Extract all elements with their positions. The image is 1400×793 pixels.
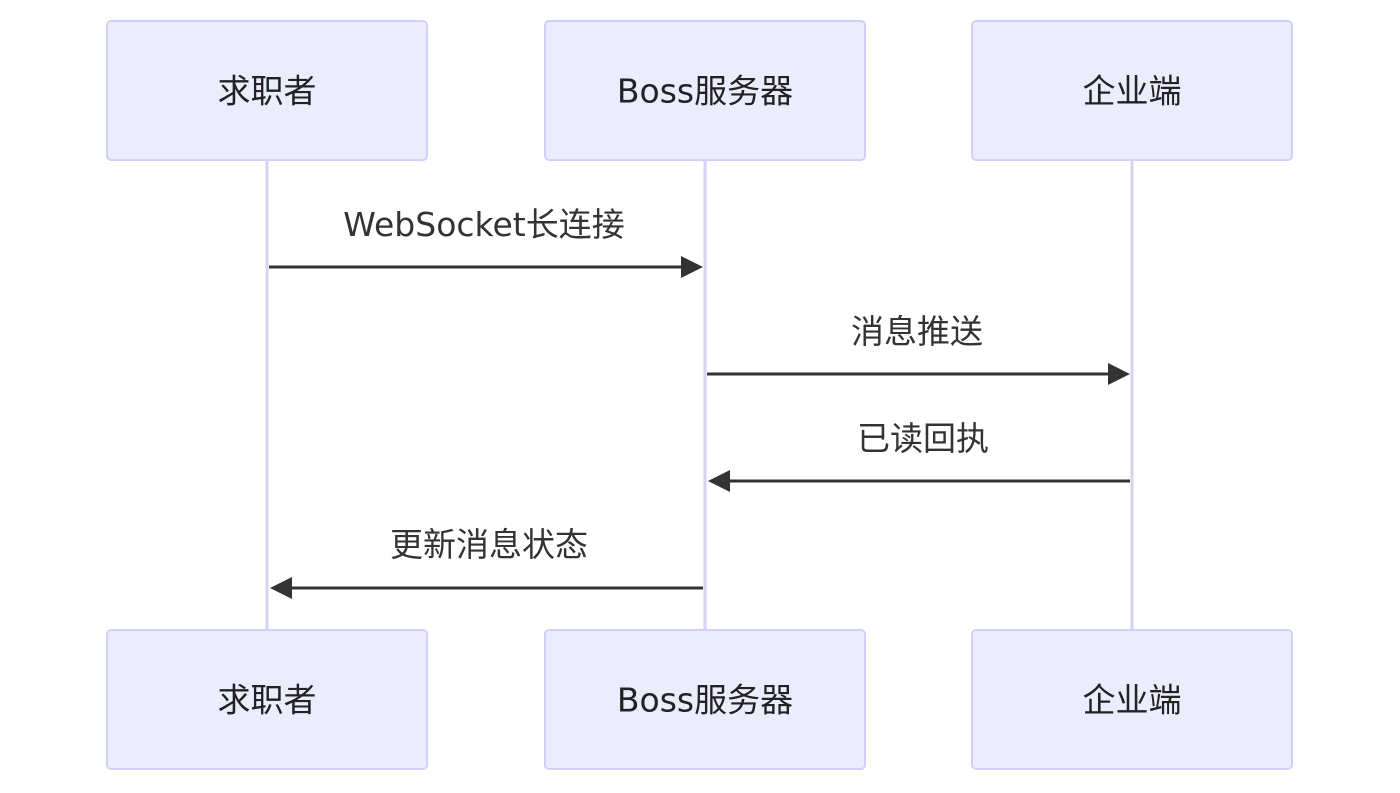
arrowhead-right-icon — [681, 256, 703, 278]
actor-top-enterprise: 企业端 — [971, 20, 1293, 161]
message-2: 消息推送 — [707, 312, 1130, 385]
message-label: 更新消息状态 — [390, 525, 588, 564]
message-label: 已读回执 — [857, 419, 989, 458]
arrowhead-right-icon — [1108, 363, 1130, 385]
actor-label: 求职者 — [218, 681, 317, 720]
message-3: 已读回执 — [708, 419, 1130, 492]
actor-bottom-server: Boss服务器 — [544, 629, 866, 770]
actor-label: 企业端 — [1083, 72, 1182, 111]
message-label: WebSocket长连接 — [343, 205, 624, 244]
actor-top-seeker: 求职者 — [106, 20, 428, 161]
arrowhead-left-icon — [708, 470, 730, 492]
actor-label: Boss服务器 — [617, 681, 793, 720]
actor-label: Boss服务器 — [617, 72, 793, 111]
actor-label: 求职者 — [218, 72, 317, 111]
message-label: 消息推送 — [851, 312, 983, 351]
arrowhead-left-icon — [270, 577, 292, 599]
actor-bottom-seeker: 求职者 — [106, 629, 428, 770]
actor-bottom-enterprise: 企业端 — [971, 629, 1293, 770]
message-1: WebSocket长连接 — [269, 205, 703, 278]
actor-label: 企业端 — [1083, 681, 1182, 720]
actor-top-server: Boss服务器 — [544, 20, 866, 161]
message-4: 更新消息状态 — [270, 525, 703, 599]
